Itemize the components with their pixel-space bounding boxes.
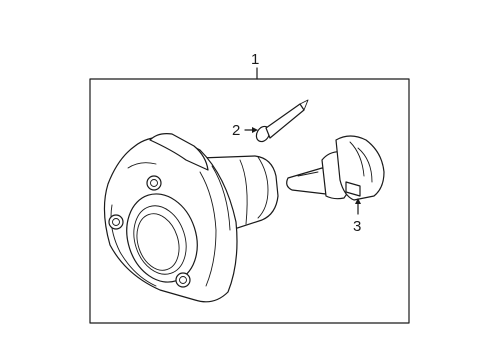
screw bbox=[255, 99, 309, 143]
callout-3-arrow bbox=[355, 198, 361, 204]
assembly-frame bbox=[89, 78, 410, 324]
callout-2-label: 2 bbox=[232, 122, 240, 139]
callout-2-arrow bbox=[252, 127, 258, 133]
callout-3-label: 3 bbox=[353, 218, 361, 235]
callout-1-label: 1 bbox=[251, 51, 259, 68]
bulb bbox=[286, 135, 385, 201]
fog-lamp-housing bbox=[103, 133, 279, 303]
